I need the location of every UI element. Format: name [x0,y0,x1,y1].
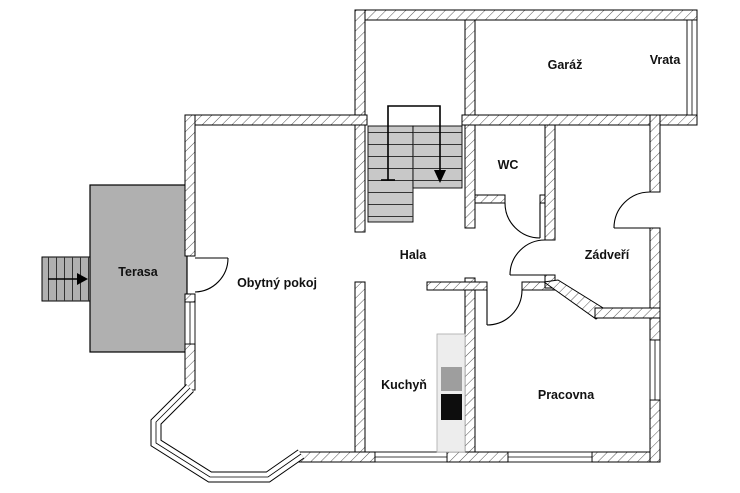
door-terrace-living [194,257,229,293]
windows [150,19,698,483]
window-left-wall [184,301,196,345]
doors [194,191,651,326]
wall-corridor-zadveri-upper [544,124,556,241]
wall-living-hala-upper [354,124,366,233]
garage-gate-vrata [686,19,698,116]
wall-left-upper [184,114,196,257]
door-main-entrance [613,191,651,229]
wall-living-kitchen [354,281,366,453]
room-label-vrata: Vrata [650,53,682,67]
wall-left-middle [184,293,196,303]
wall-hala-bottom [426,281,488,291]
kitchen-counter [436,333,466,453]
room-label-wc: WC [498,158,519,172]
room-label-pracovna: Pracovna [538,388,595,402]
wall-garage-bottom-right [659,114,698,126]
room-label-hala: Hala [400,248,427,262]
stair-treads-right [413,126,462,188]
stair-treads-left [368,126,413,222]
wall-stairs-wc [464,124,476,229]
wall-right-lower [649,399,661,463]
wall-wing-left [354,9,366,126]
wall-left-lower [184,343,196,391]
kitchen-fixtures [436,333,466,453]
room-label-garaz: Garáž [548,58,583,72]
wall-wc-bottom-left [474,194,506,204]
terrace [41,184,188,353]
wall-right-middle [649,227,661,341]
wall-landing-garage [464,19,476,116]
terrace-entry-arrow [48,273,88,285]
room-label-terasa: Terasa [118,265,158,279]
room-label-zadveri: Zádveří [585,248,630,262]
door-wc [504,202,541,239]
window-pracovna-right [649,339,661,401]
wall-top-right [461,114,661,126]
door-corridor-zadveri [509,239,546,276]
wall-garage-top [354,9,698,21]
kitchen-stove [441,394,462,420]
door-pracovna [486,289,523,326]
window-kitchen [374,451,448,463]
wall-bottom-1 [297,451,376,463]
staircase [367,105,463,223]
wall-pracovna-top [594,307,661,319]
room-labels: Terasa Obytný pokoj Hala Kuchyň WC Garáž… [118,53,681,402]
terrace-area [89,184,188,353]
window-pracovna-bottom [507,451,593,463]
wall-top-left [184,114,368,126]
stairs-direction-arrow [381,105,446,183]
room-label-kuchyn: Kuchyň [381,378,427,392]
wall-right-upper [649,114,661,193]
walls [184,9,698,463]
room-label-obytny-pokoj: Obytný pokoj [237,276,317,290]
bay-window [150,384,305,483]
kitchen-sink [441,367,462,391]
wall-bottom-2 [446,451,509,463]
wall-kitchen-pracovna [464,277,476,453]
